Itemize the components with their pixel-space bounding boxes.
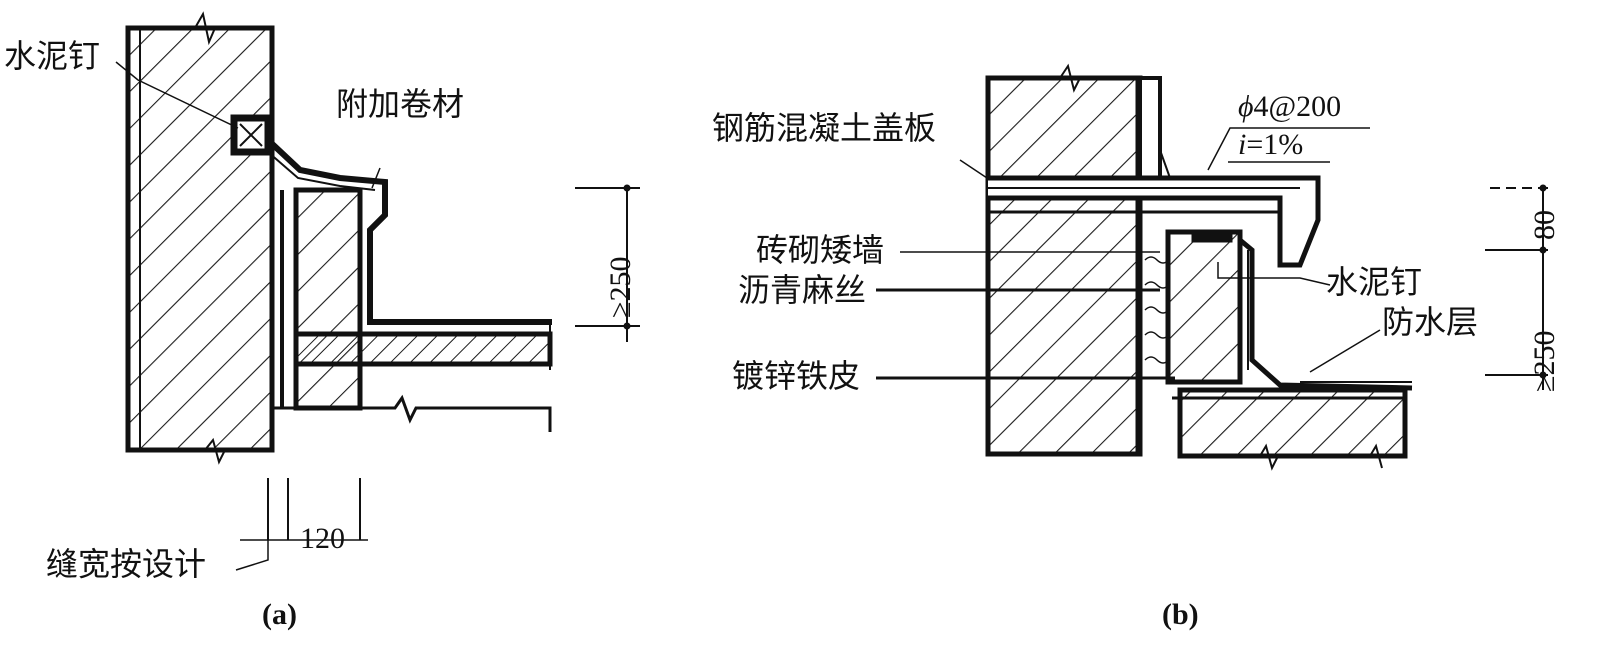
low-wall-a (293, 187, 363, 411)
rebar-symbol: ϕ (1238, 90, 1254, 123)
roof-slab-a (293, 331, 553, 367)
label-additional-membrane: 附加卷材 (336, 85, 465, 123)
label-waterproof-layer: 防水层 (1382, 303, 1479, 341)
label-cement-nail-a: 水泥钉 (4, 37, 101, 75)
rebar-spacing: 4@200 (1253, 90, 1342, 123)
label-cement-nail-b: 水泥钉 (1326, 263, 1423, 301)
slope-note: i=1% (1238, 130, 1303, 160)
dimension-height-a: ≥250 (604, 256, 637, 318)
label-brick-low-wall: 砖砌矮墙 (756, 231, 885, 269)
label-asphalt-hemp: 沥青麻丝 (738, 271, 867, 309)
dimension-top-b: 80 (1528, 210, 1561, 240)
main-wall-a (125, 25, 275, 453)
asphalt-hemp (1144, 256, 1170, 364)
caption-a: (a) (262, 598, 297, 631)
dimension-height-b: ≥250 (1528, 330, 1561, 392)
left-wall-b (985, 75, 1143, 457)
dimension-width-a: 120 (300, 522, 345, 555)
caption-b: (b) (1162, 598, 1199, 631)
brick-low-wall (1165, 229, 1243, 385)
label-rc-cover-slab: 钢筋混凝土盖板 (712, 109, 937, 147)
roof-slab-b (1177, 387, 1408, 459)
slope-variable: i (1238, 128, 1247, 161)
figure-a-drawing (115, 11, 640, 571)
figure-b-drawing (876, 63, 1548, 471)
additional-membrane-a (265, 137, 552, 325)
label-gap-width: 缝宽按设计 (46, 545, 207, 583)
slope-value: =1% (1246, 128, 1304, 161)
waterproof-layer-b (1238, 238, 1413, 391)
label-galvanized-sheet: 镀锌铁皮 (732, 357, 861, 395)
rc-cover-slab (988, 175, 1321, 268)
rebar-spec: ϕ4@200 (1238, 92, 1341, 122)
